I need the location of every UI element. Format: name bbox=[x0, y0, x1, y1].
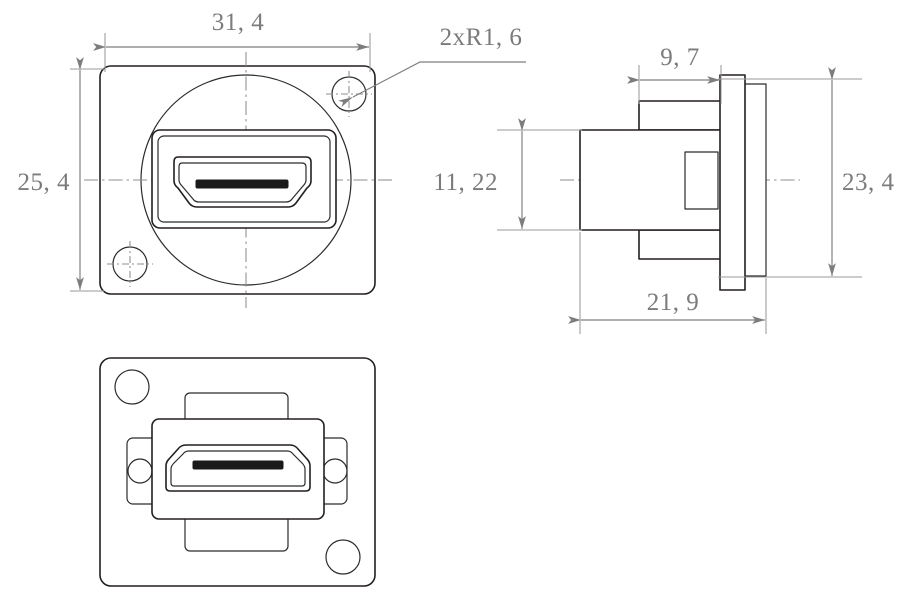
dimension-label-side-body-height: 11, 22 bbox=[433, 169, 498, 196]
side-lower-step bbox=[638, 229, 722, 260]
dimension-front-width: 31, 4 bbox=[93, 9, 371, 72]
front-view: 31, 4 25, 4 2xR1, 6 bbox=[18, 9, 526, 308]
side-flange-plate bbox=[719, 74, 746, 291]
mounting-hole-bottom-left bbox=[107, 241, 153, 287]
front-hdmi-contact-bar bbox=[195, 179, 289, 189]
leader-corner-radius: 2xR1, 6 bbox=[338, 24, 526, 108]
dimension-label-side-flange-depth: 9, 7 bbox=[660, 44, 700, 71]
side-connector-body bbox=[579, 129, 722, 231]
side-upper-step bbox=[638, 100, 722, 131]
dimension-label-corner-radius: 2xR1, 6 bbox=[440, 24, 523, 51]
dimension-side-total-depth: 21, 9 bbox=[568, 232, 767, 334]
dimension-label-front-height: 25, 4 bbox=[18, 169, 71, 196]
dimension-side-plate-height: 23, 4 bbox=[718, 67, 895, 278]
dimension-label-side-total-depth: 21, 9 bbox=[647, 289, 700, 316]
side-latch-window bbox=[684, 151, 719, 210]
dimension-side-body-height: 11, 22 bbox=[433, 118, 582, 231]
dimension-front-height: 25, 4 bbox=[18, 57, 104, 292]
side-rear-plate bbox=[743, 83, 767, 277]
mounting-hole-top-right bbox=[326, 71, 372, 117]
leader-line bbox=[338, 61, 526, 108]
dimension-label-side-plate-height: 23, 4 bbox=[842, 169, 895, 196]
side-view: 9, 7 11, 22 23, 4 21, 9 bbox=[433, 44, 894, 334]
bottom-hdmi-contact-bar bbox=[192, 460, 284, 470]
dimension-side-flange-depth: 9, 7 bbox=[627, 44, 722, 104]
dimension-label-front-width: 31, 4 bbox=[212, 9, 265, 36]
bottom-mounting-hole-bottom-right bbox=[325, 539, 361, 575]
bottom-mounting-hole-top-left bbox=[114, 369, 150, 405]
bottom-view bbox=[99, 357, 376, 587]
